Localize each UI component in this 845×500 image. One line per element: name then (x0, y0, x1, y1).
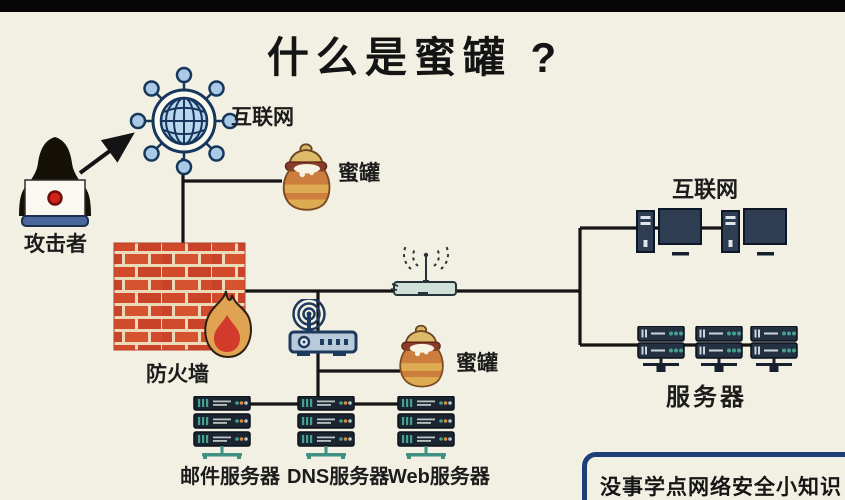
servers-right-label: 服务器 (666, 384, 747, 411)
footer-note-box: 没事学点网络安全小知识 (582, 452, 845, 500)
honeypot-jar-icon (277, 143, 335, 213)
desktop-computer-icon (636, 208, 716, 258)
server-rack-icon (193, 396, 251, 462)
hacker-laptop-icon (19, 137, 91, 227)
page-title: 什么是蜜罐 ? (266, 34, 564, 81)
internet-top-label: 互联网 (231, 106, 294, 129)
top-black-bar (0, 0, 845, 12)
server-rack-icon (397, 396, 455, 462)
internet-globe-icon (129, 66, 239, 176)
server-rack-icon (297, 396, 355, 462)
wireless-modem-icon (390, 243, 457, 296)
rack-server-icon (695, 326, 743, 372)
firewall-icon (113, 242, 252, 358)
flame-icon (204, 290, 252, 358)
honeypot-inner-label: 蜜罐 (456, 352, 498, 375)
internet-right-label: 互联网 (672, 177, 739, 202)
desktop-computer-icon (721, 208, 801, 258)
wifi-router-icon (288, 299, 358, 356)
honeypot-top-label: 蜜罐 (338, 162, 380, 185)
attacker-label: 攻击者 (24, 233, 87, 256)
dns-server-label: DNS服务器 (287, 466, 390, 488)
web-server-label: Web服务器 (388, 466, 490, 488)
footer-note-text: 没事学点网络安全小知识 (600, 476, 842, 499)
attack-arrow-icon (78, 132, 135, 175)
rack-server-icon (750, 326, 798, 372)
firewall-label: 防火墙 (146, 363, 209, 386)
mail-server-label: 邮件服务器 (180, 466, 280, 488)
honeypot-jar-icon (394, 324, 448, 390)
rack-server-icon (637, 326, 685, 372)
